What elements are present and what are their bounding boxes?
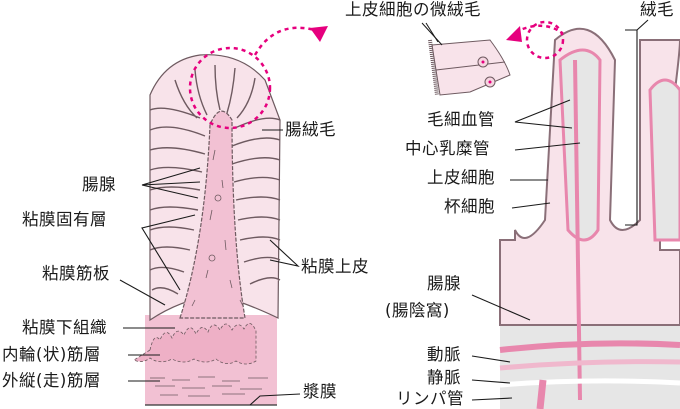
label-lacteal: 中心乳糜管 bbox=[405, 139, 490, 158]
label-inner-circular-muscle: 内輪(状)筋層 bbox=[2, 345, 101, 364]
leader-lines-right bbox=[471, 99, 581, 401]
label-goblet-cell: 杯細胞 bbox=[444, 197, 495, 216]
label-lymph-vessel: リンパ管 bbox=[396, 389, 464, 408]
leader-lines-left bbox=[119, 129, 301, 406]
label-lamina-propria: 粘膜固有層 bbox=[22, 210, 107, 229]
label-serosa: 漿膜 bbox=[303, 382, 337, 401]
label-gland: 腸腺 bbox=[427, 274, 461, 293]
magnify-circle-left bbox=[188, 46, 272, 130]
label-villus: 腸絨毛 bbox=[285, 120, 336, 139]
label-outer-longitudinal-muscle: 外縦(走)筋層 bbox=[2, 371, 101, 390]
label-microvilli: 上皮細胞の微絨毛 bbox=[345, 0, 481, 19]
label-vein: 静脈 bbox=[427, 368, 461, 387]
label-artery: 動脈 bbox=[427, 345, 461, 364]
label-muscularis-mucosae: 粘膜筋板 bbox=[42, 264, 110, 283]
villi-folds bbox=[149, 64, 281, 295]
arrowhead-left bbox=[310, 26, 328, 42]
label-crypt: (腸陰窩) bbox=[385, 301, 450, 320]
epithelial-cells-inset bbox=[428, 39, 511, 96]
muscle-layers bbox=[133, 315, 277, 406]
dashed-arrow-left bbox=[253, 26, 316, 56]
label-mucosal-epithelium: 粘膜上皮 bbox=[301, 257, 369, 276]
dashed-arrow-right bbox=[519, 24, 571, 41]
label-capillary: 毛細血管 bbox=[427, 110, 495, 129]
label-villi: 絨毛 bbox=[640, 0, 674, 19]
villus-core bbox=[179, 110, 246, 319]
label-epithelial-cell: 上皮細胞 bbox=[427, 168, 495, 187]
label-submucosa: 粘膜下組織 bbox=[22, 318, 107, 337]
label-intestinal-gland: 腸腺 bbox=[82, 175, 116, 194]
arrowhead-right bbox=[506, 26, 522, 42]
villi-tissue bbox=[499, 20, 680, 409]
